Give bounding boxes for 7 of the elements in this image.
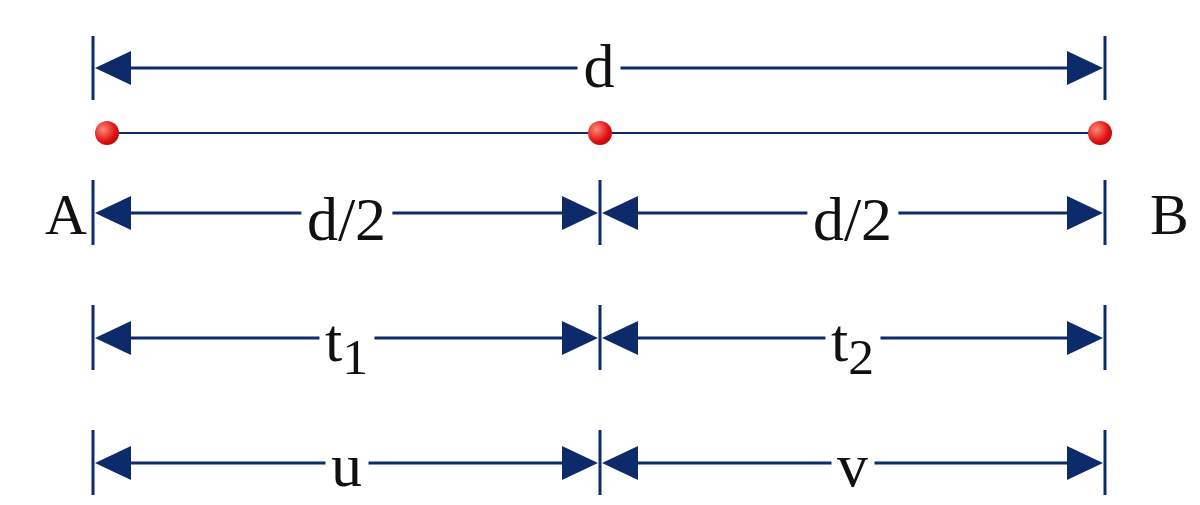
- line-segment: [118, 132, 589, 134]
- point-dot: [1088, 121, 1112, 145]
- point-dot: [588, 121, 612, 145]
- point-label: B: [1150, 186, 1189, 244]
- point-label: A: [45, 186, 87, 244]
- point-dot: [95, 121, 119, 145]
- line-segment: [611, 132, 1089, 134]
